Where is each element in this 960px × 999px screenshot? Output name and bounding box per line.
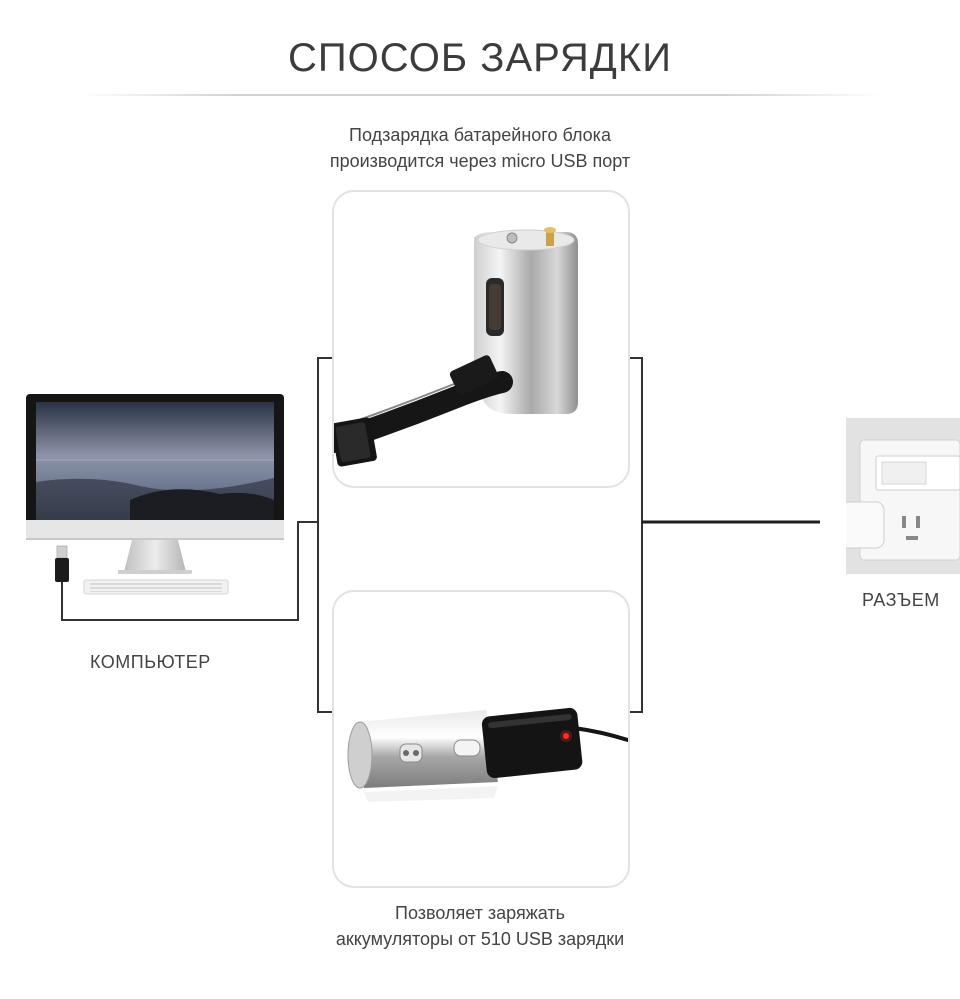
socket-label: РАЗЪЕМ: [862, 590, 940, 610]
title-divider: [80, 94, 880, 96]
computer-icon: [26, 394, 284, 595]
left-bracket: [317, 357, 332, 713]
computer-cable: [61, 521, 318, 621]
top-caption-line-2: производится через micro USB порт: [329, 151, 631, 171]
led-indicator: [563, 733, 569, 739]
wall-socket-icon: [846, 418, 960, 574]
page-title: СПОСОБ ЗАРЯДКИ: [288, 36, 672, 80]
micro-usb-charging-panel: [332, 190, 630, 488]
computer-label: КОМПЬЮТЕР: [90, 652, 211, 672]
bottom-caption-line-2: аккумуляторы от 510 USB зарядки: [335, 929, 625, 949]
right-bracket: [628, 357, 643, 713]
usb-510-charging-panel: [332, 590, 630, 888]
bottom-caption-line-1: Позволяет заряжать: [395, 903, 565, 923]
top-caption: Подзарядка батарейного блока производитс…: [280, 122, 680, 174]
top-caption-line-1: Подзарядка батарейного блока: [349, 125, 611, 145]
tube-mod-illustration: [347, 707, 628, 802]
box-mod-illustration: [334, 227, 578, 467]
bottom-caption: Позволяет заряжать аккумуляторы от 510 U…: [280, 900, 680, 952]
